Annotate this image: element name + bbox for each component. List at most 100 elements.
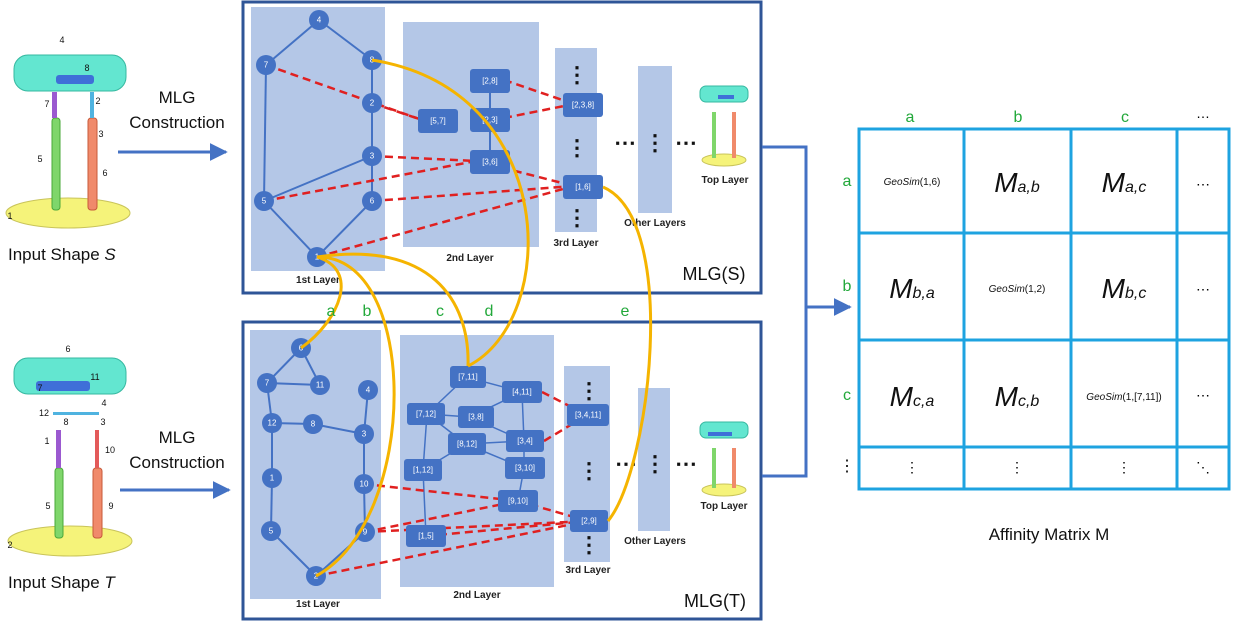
curve-a [300, 255, 343, 350]
cell-a-more: ⋯ [1196, 176, 1210, 192]
s-layer2-bg [403, 22, 539, 247]
curve-d [371, 58, 530, 368]
t-label-other-layers: Other Layers [624, 536, 686, 547]
caption-t: Input Shape T [8, 573, 116, 592]
t-box-7-12 [407, 403, 445, 425]
mlg-s-title: MLG(S) [683, 264, 746, 284]
s-label-first-layer: 1st Layer [296, 275, 340, 286]
s-box-5-7 [418, 109, 458, 133]
s-box-2-3-label: [2,3] [482, 116, 498, 125]
cell-more-more: ⋱ [1196, 459, 1210, 475]
t-node-3-label: 3 [362, 430, 367, 439]
t-node-7-label: 7 [265, 379, 270, 388]
s-layer1-nodes: 4 7 8 2 3 5 6 1 [254, 10, 382, 267]
s-node-2 [362, 93, 382, 113]
t-label-third-layer: 3rd Layer [565, 565, 610, 576]
t-box-4-11 [502, 381, 542, 403]
t-box-8-12-label: [8,12] [457, 440, 477, 449]
construction-t-line2: Construction [129, 453, 224, 472]
s-node-7 [256, 55, 276, 75]
s-label-third-layer: 3rd Layer [553, 238, 598, 249]
input-shape-s: 4 8 7 2 3 5 6 1 [5, 35, 131, 229]
s-node-2-label: 2 [370, 99, 375, 108]
s-box-2-3-8-label: [2,3,8] [572, 101, 594, 110]
t-label-first-layer: 1st Layer [296, 599, 340, 610]
s-node-5-label: 5 [262, 197, 267, 206]
shape-t-part-11: 11 [90, 372, 99, 382]
s-hdots-1: ⋯ [614, 130, 636, 155]
s-layer3-boxes: ⋮ [2,3,8] ⋮ [1,6] ⋮ [563, 62, 603, 230]
t-label-top-layer: Top Layer [700, 501, 747, 512]
shape-s-part-6: 6 [102, 168, 107, 178]
t-box-8-12 [448, 433, 486, 455]
s-box-3-6 [470, 150, 510, 174]
cell-a-a: GeoSim(1,6) [884, 177, 941, 188]
cell-a-c: Ma,c [1102, 167, 1147, 198]
t-label-second-layer: 2nd Layer [453, 590, 500, 601]
t-node-1 [262, 468, 282, 488]
t-node-1-label: 1 [270, 474, 275, 483]
t-box-3-8-label: [3,8] [468, 413, 484, 422]
t-node-5 [261, 521, 281, 541]
construction-s-line2: Construction [129, 113, 224, 132]
shape-t-part-5: 5 [45, 501, 50, 511]
t-box-2-9-label: [2,9] [581, 517, 597, 526]
s-node-6-label: 6 [370, 197, 375, 206]
s-other-vdots: ⋮ [644, 130, 666, 155]
t-node-12 [262, 413, 282, 433]
match-labels: a b c d e [327, 303, 630, 320]
t-box-3-4-11-label: [3,4,11] [575, 411, 601, 420]
shape-t-part-4: 4 [101, 398, 106, 408]
s-node-6 [362, 191, 382, 211]
t-node-10-label: 10 [360, 480, 369, 489]
construction-t-line1: MLG [159, 428, 196, 447]
matrix-col-header-more: … [1196, 105, 1210, 121]
caption-s: Input Shape S [8, 245, 116, 264]
s-layer3-vdots-mid: ⋮ [566, 135, 588, 160]
t-layer2-boxes: [7,11] [4,11] [7,12] [3,8] [8,12] [3,4] … [404, 366, 545, 547]
t-box-7-11-label: [7,11] [458, 373, 477, 382]
curve-c [316, 252, 470, 367]
t-node-4 [358, 380, 378, 400]
t-box-3-4-label: [3,4] [517, 437, 533, 446]
t-hdots-2: ⋯ [675, 451, 697, 476]
t-box-3-10-label: [3,10] [515, 464, 535, 473]
s-layer3-vdots-bot: ⋮ [566, 205, 588, 230]
t-layer3-vdots-top: ⋮ [578, 378, 600, 403]
cell-b-b: GeoSim(1,2) [989, 284, 1046, 295]
construction-s: MLG Construction [118, 88, 228, 161]
shape-s-part-5: 5 [37, 154, 42, 164]
matrix-row-header-more: ⋮ [839, 458, 855, 475]
cell-b-a: Mb,a [889, 273, 935, 304]
shape-t-part-10: 10 [105, 445, 115, 455]
s-layer3-bg [555, 48, 597, 232]
t-box-7-11 [450, 366, 486, 388]
s-node-7-label: 7 [264, 61, 269, 70]
t-node-8 [303, 414, 323, 434]
cell-more-a: ⋮ [905, 459, 919, 475]
t-box-9-10 [498, 490, 538, 512]
matrix-col-header-c: c [1121, 109, 1129, 126]
shape-s-part-8: 8 [84, 63, 89, 73]
shape-t-part-6: 6 [65, 344, 70, 354]
s-top-layer-shape [699, 85, 749, 167]
matrix-title: Affinity Matrix M [989, 525, 1110, 544]
s-box-5-7-label: [5,7] [430, 117, 446, 126]
mlg-s-panel: 4 7 8 2 3 5 6 1 [2,8] [5,7] [2,3] [3,6] … [241, 0, 763, 295]
s-label-top-layer: Top Layer [701, 175, 748, 186]
affinity-matrix: a b c … a b c ⋮ GeoSim(1,6) Ma,b Ma,c ⋯ … [839, 105, 1231, 544]
t-box-3-4-11 [567, 404, 609, 426]
s-layer2-boxes: [2,8] [5,7] [2,3] [3,6] [418, 69, 510, 174]
t-layer3-boxes: ⋮ [3,4,11] ⋮ [2,9] ⋮ [567, 378, 609, 557]
construction-s-line1: MLG [159, 88, 196, 107]
cell-b-c: Mb,c [1102, 273, 1147, 304]
cell-c-a: Mc,a [890, 381, 935, 412]
t-box-1-5 [406, 525, 446, 547]
t-box-2-9 [570, 510, 608, 532]
t-box-4-11-label: [4,11] [512, 388, 531, 397]
cell-c-b: Mc,b [995, 381, 1040, 412]
t-node-5-label: 5 [269, 527, 274, 536]
s-box-1-6 [563, 175, 603, 199]
t-node-9 [355, 522, 375, 542]
